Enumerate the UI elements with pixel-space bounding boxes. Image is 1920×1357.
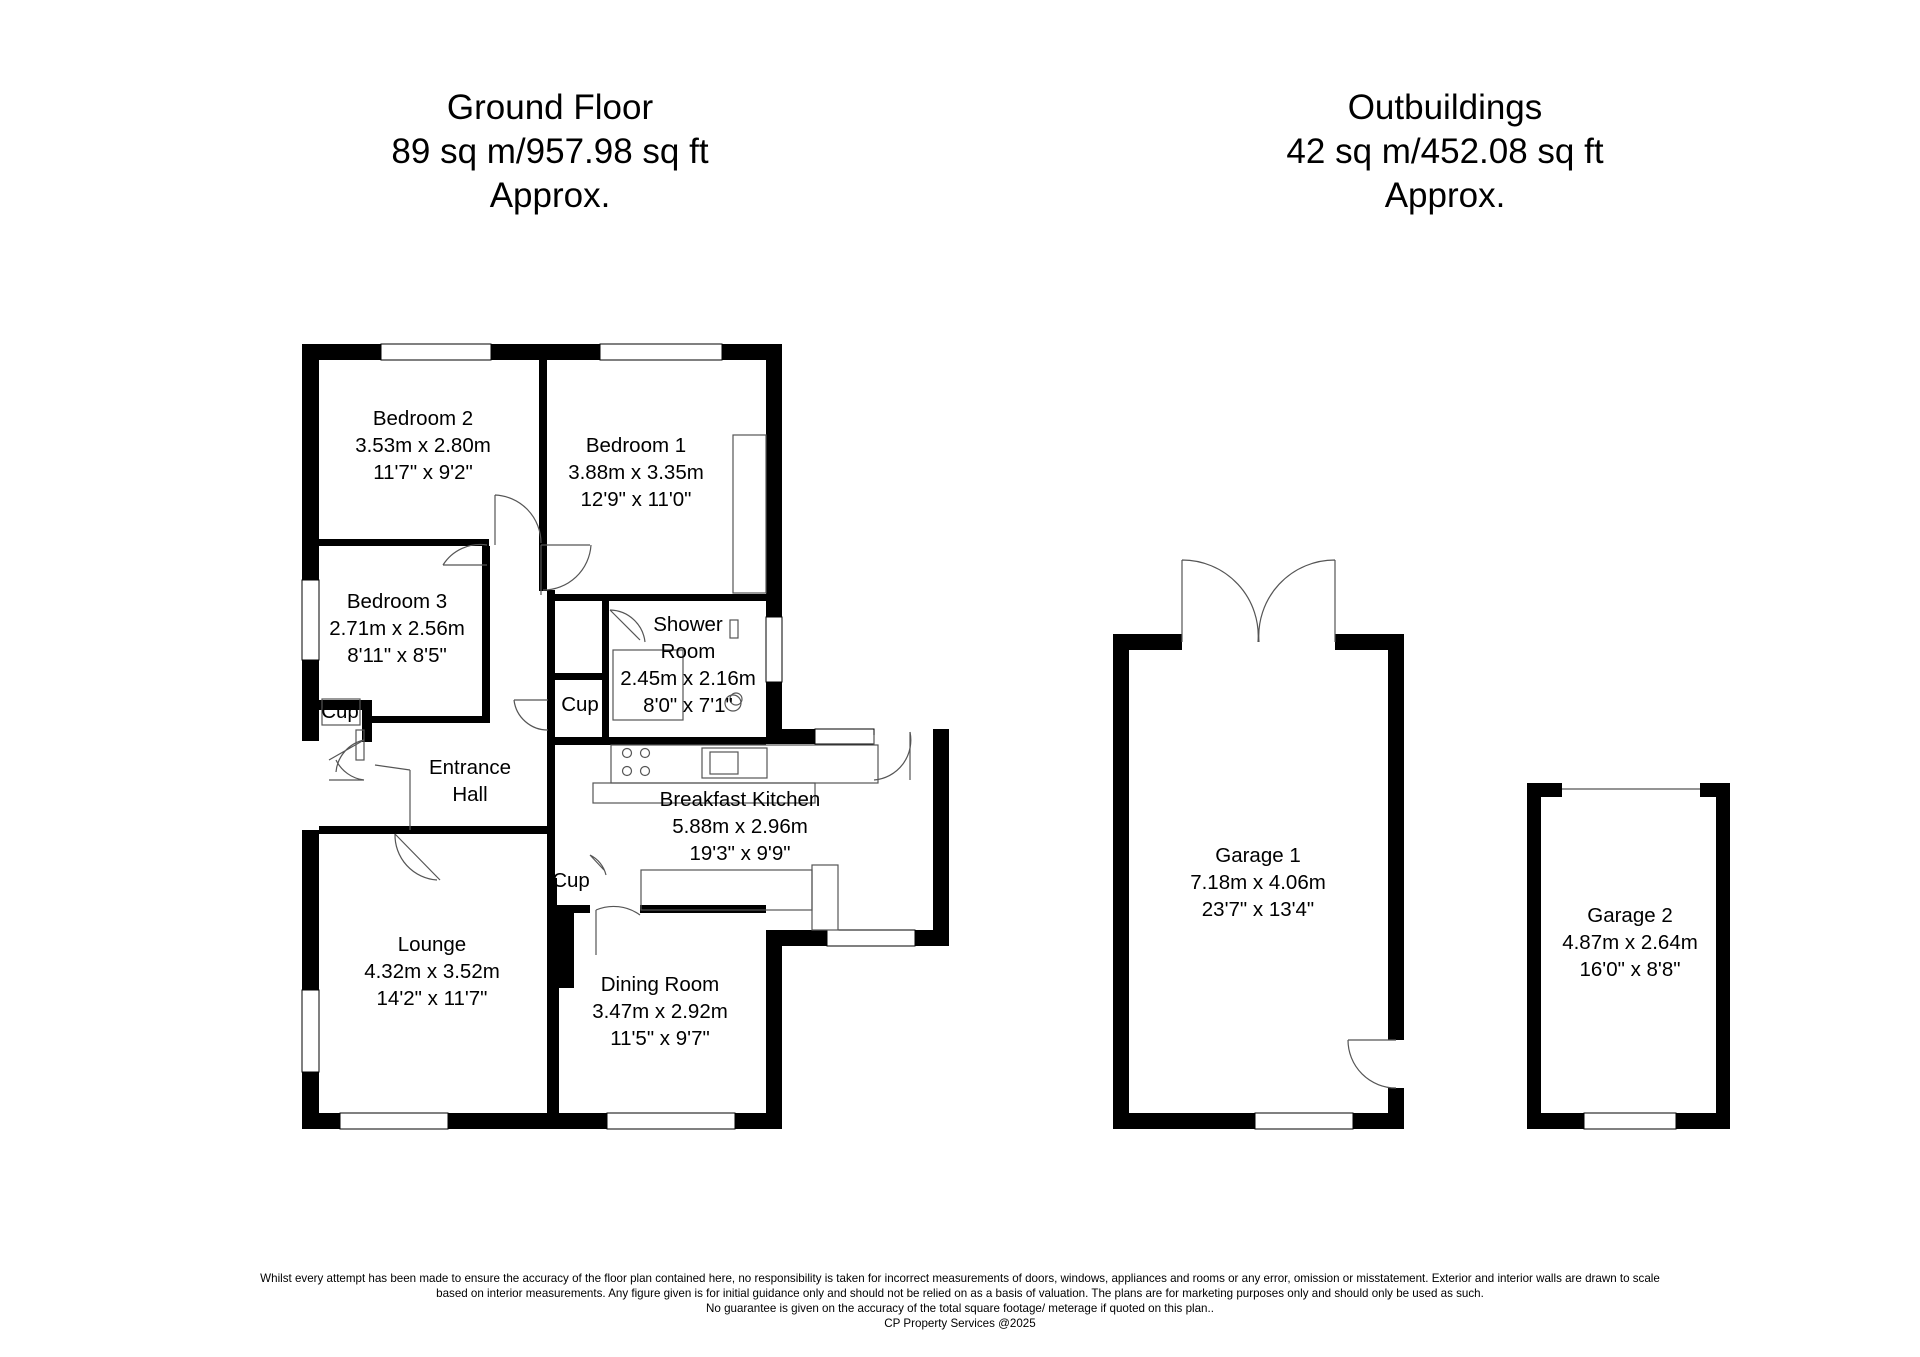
ground-floor-approx: Approx.: [489, 176, 611, 215]
dining-room-name: Dining Room: [601, 973, 720, 996]
bedroom3-name: Bedroom 3: [347, 590, 447, 613]
outbuildings-area: 42 sq m/452.08 sq ft: [1286, 132, 1604, 171]
disclaimer-line-1: Whilst every attempt has been made to en…: [260, 1272, 1660, 1285]
windows: [301, 343, 916, 1130]
garage1-side-door: [1347, 1039, 1397, 1089]
hob-ring: [621, 765, 633, 777]
lounge-door: [394, 833, 441, 881]
dining-door: [595, 905, 641, 955]
bedroom3-door: [442, 543, 488, 566]
outbuildings-approx: Approx.: [1384, 176, 1506, 215]
kitchen-worktop: [610, 744, 879, 784]
cupboard-label-hall: Cup: [561, 693, 599, 716]
disclaimer-line-2: based on interior measurements. Any figu…: [436, 1287, 1484, 1300]
fixtures: [321, 434, 879, 931]
lounge-imperial: 14'2" x 11'7": [377, 987, 488, 1010]
shower-door: [609, 609, 646, 643]
interior-walls: [319, 360, 766, 1113]
disclaimer: Whilst every attempt has been made to en…: [0, 1271, 1920, 1331]
shower-room-name-line1: Shower: [653, 613, 723, 636]
garage2-plan: [1527, 783, 1730, 1130]
garage1-name: Garage 1: [1215, 844, 1300, 867]
bedroom1-door-frame: [540, 544, 590, 595]
ground-floor-plan: [301, 343, 949, 1130]
kitchen-back-door: [873, 731, 912, 781]
bedroom2-metric: 3.53m x 2.80m: [355, 434, 491, 457]
shower-room-name-line2: Room: [661, 640, 716, 663]
outbuildings-title: Outbuildings: [1347, 88, 1543, 127]
shower-room-imperial: 8'0" x 7'1": [643, 694, 733, 717]
entrance-hall-name-line1: Entrance: [429, 756, 511, 779]
dining-room-metric: 3.47m x 2.92m: [592, 1000, 728, 1023]
garage2-walls: [1527, 783, 1730, 1129]
bedroom1-metric: 3.88m x 3.35m: [568, 461, 704, 484]
kitchen-sink: [701, 747, 768, 779]
garage1-imperial: 23'7" x 13'4": [1202, 898, 1314, 921]
bedroom2-door: [494, 494, 542, 545]
ground-floor-area: 89 sq m/957.98 sq ft: [391, 132, 709, 171]
garage1-plan: [1113, 559, 1404, 1130]
bedroom3-metric: 2.71m x 2.56m: [329, 617, 465, 640]
ground-floor-heading: Ground Floor 89 sq m/957.98 sq ft Approx…: [350, 86, 750, 218]
kitchen-name: Breakfast Kitchen: [660, 788, 821, 811]
shower-tray: [612, 649, 684, 721]
garage2-imperial: 16'0" x 8'8": [1579, 958, 1680, 981]
front-door-right: [329, 759, 365, 781]
garage1-window: [1254, 1112, 1354, 1130]
bedroom3-imperial: 8'11" x 8'5": [347, 644, 447, 667]
garage1-french-door-right: [1258, 559, 1336, 643]
hob-ring: [639, 765, 651, 777]
entrance-hall-name-line2: Hall: [452, 783, 487, 806]
shower-room-metric: 2.45m x 2.16m: [620, 667, 756, 690]
lounge-metric: 4.32m x 3.52m: [364, 960, 500, 983]
garage1-french-door-left: [1181, 559, 1259, 643]
door-swings: [328, 494, 912, 955]
hob-ring: [639, 747, 651, 759]
front-door-left: [328, 739, 365, 773]
dining-room-imperial: 11'5" x 9'7": [610, 1027, 710, 1050]
outbuildings-heading: Outbuildings 42 sq m/452.08 sq ft Approx…: [1245, 86, 1645, 218]
copyright-credit: CP Property Services @2025: [884, 1317, 1036, 1330]
basin: [729, 692, 743, 706]
bedroom2-imperial: 11'7" x 9'2": [373, 461, 473, 484]
disclaimer-line-3: No guarantee is given on the accuracy of…: [706, 1302, 1214, 1315]
room-labels: Bedroom 2 3.53m x 2.80m 11'7" x 9'2" Bed…: [321, 407, 1698, 1050]
ground-floor-title: Ground Floor: [446, 88, 654, 127]
cup2-door: [589, 854, 607, 876]
lounge-name: Lounge: [398, 933, 466, 956]
garage1-doors: [1181, 559, 1397, 1089]
cupboard-label-bedroom3: Cup: [321, 700, 359, 723]
bedroom1-imperial: 12'9" x 11'0": [581, 488, 692, 511]
hob-ring: [621, 747, 633, 759]
bedroom1-name: Bedroom 1: [586, 434, 686, 457]
bedroom2-name: Bedroom 2: [373, 407, 473, 430]
cup-door: [513, 699, 549, 731]
kitchen-imperial: 19'3" x 9'9": [689, 842, 790, 865]
cupboard-label-kitchen: Cup: [552, 869, 590, 892]
garage2-window: [1583, 1112, 1677, 1130]
hall-door-frame: [374, 764, 411, 830]
garage2-metric: 4.87m x 2.64m: [1562, 931, 1698, 954]
kitchen-metric: 5.88m x 2.96m: [672, 815, 808, 838]
garage2-name: Garage 2: [1587, 904, 1672, 927]
garage1-metric: 7.18m x 4.06m: [1190, 871, 1326, 894]
